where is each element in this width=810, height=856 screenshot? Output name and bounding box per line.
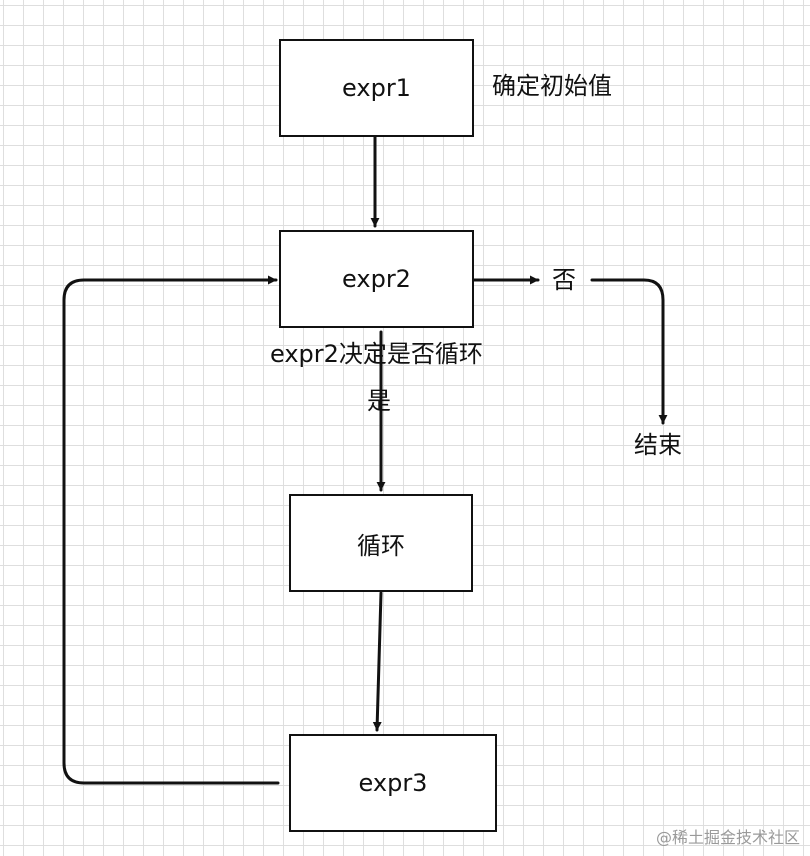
expr1-node-label: expr1 [342,74,411,102]
end-label: 结束 [634,431,682,459]
init-annotation: 确定初始值 [492,72,612,100]
yes-label: 是 [367,387,391,415]
expr2-node: expr2 [279,230,474,328]
arrow-loop-to-expr3 [372,591,383,732]
no-label: 否 [552,266,576,294]
decide-annotation: expr2决定是否循环 [270,340,483,368]
loop-node: 循环 [289,494,473,592]
arrow-no-to-end [590,278,668,425]
expr3-node-label: expr3 [358,769,428,797]
watermark: @稀土掘金技术社区 [655,828,800,847]
expr3-node: expr3 [289,734,497,832]
arrow-expr3-back-to-expr2 [62,275,280,785]
expr1-node: expr1 [279,39,474,137]
expr2-node-label: expr2 [342,265,411,293]
loop-node-label: 循环 [357,531,405,560]
